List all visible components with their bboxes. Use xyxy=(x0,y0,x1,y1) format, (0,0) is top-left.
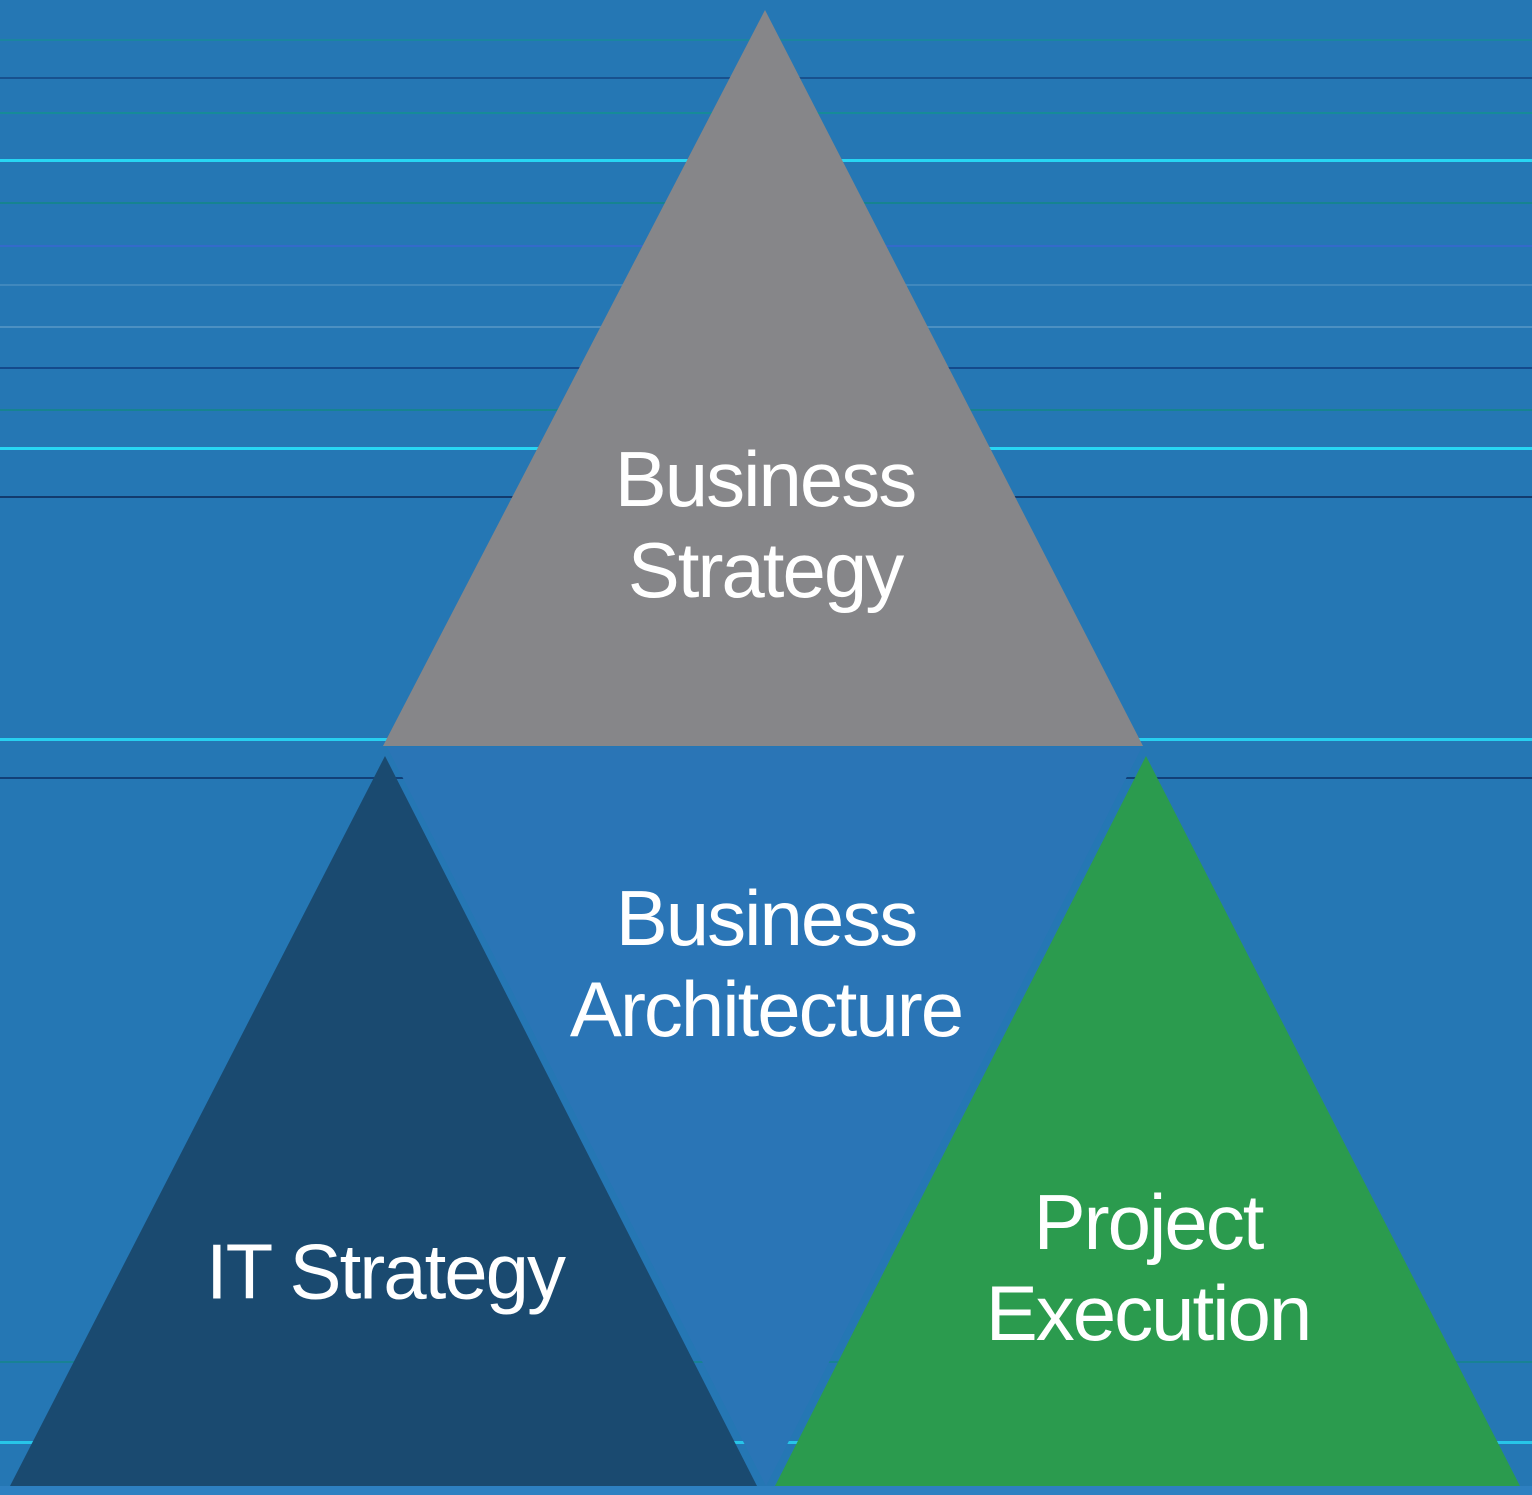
it-strategy-label-line1: IT Strategy xyxy=(205,1227,566,1316)
bottom-edge-strip xyxy=(0,1486,1532,1495)
project-execution-label: Project Execution xyxy=(985,1177,1313,1360)
business-strategy-label-line1: Business xyxy=(614,434,917,523)
business-strategy-label: Business Strategy xyxy=(614,434,917,617)
business-architecture-label-line1: Business xyxy=(615,873,919,962)
project-execution-label-line1: Project xyxy=(1033,1177,1265,1266)
business-architecture-label-line2: Architecture xyxy=(569,965,964,1053)
business-strategy-label-line2: Strategy xyxy=(627,526,904,614)
project-execution-label-line2: Execution xyxy=(985,1269,1313,1357)
business-architecture-label: Business Architecture xyxy=(569,873,964,1056)
it-strategy-label: IT Strategy xyxy=(205,1226,566,1317)
